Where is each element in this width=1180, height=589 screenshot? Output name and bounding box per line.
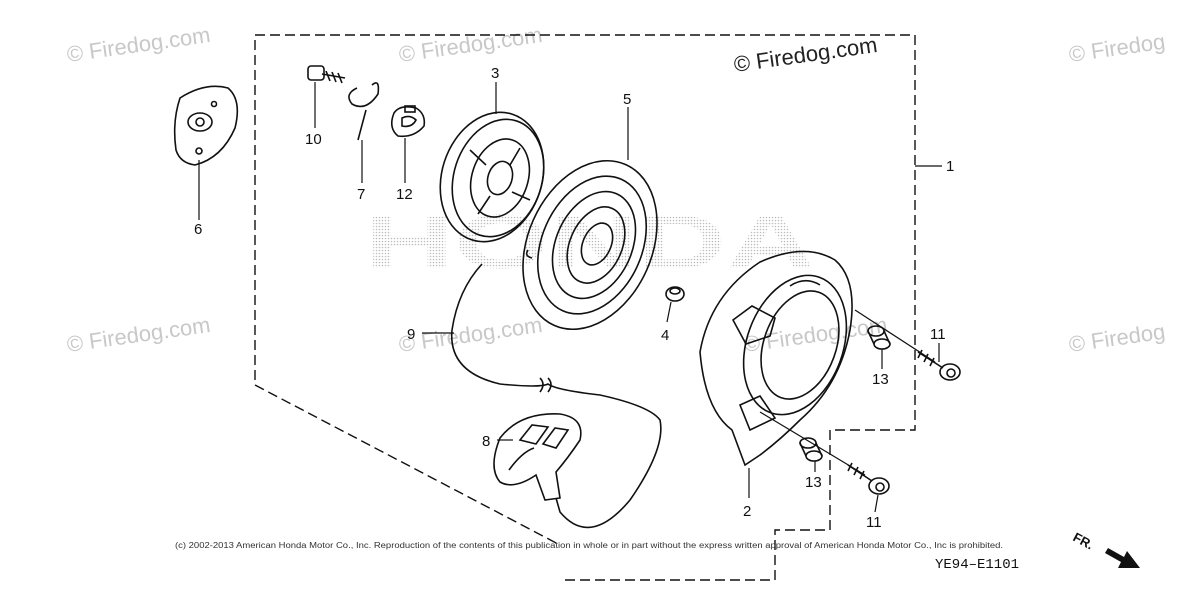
rope-break-mark (539, 377, 552, 393)
honda-logo-background: HONDA (365, 200, 815, 285)
callout-1: 1 (946, 158, 954, 175)
watermark: © Firedog (1067, 319, 1166, 357)
watermark: © Firedog.com (397, 22, 544, 67)
callout-9: 9 (407, 326, 415, 343)
callout-11b: 11 (866, 514, 882, 531)
callout-13a: 13 (872, 371, 889, 388)
callout-10: 10 (305, 131, 322, 148)
callout-8: 8 (482, 433, 490, 450)
part-13-spacer-upper (867, 325, 891, 350)
front-arrow-icon (1105, 548, 1140, 568)
watermark: © Firedog.com (65, 312, 212, 357)
part-13-spacer-lower (799, 437, 823, 462)
assembly-outline (254, 34, 916, 581)
leader-11b (874, 494, 879, 513)
part-9-starter-rope (450, 263, 662, 529)
part-5-spiral-spring (522, 159, 658, 331)
callout-6: 6 (194, 221, 202, 238)
callout-11a: 11 (930, 326, 946, 343)
callout-5: 5 (623, 91, 631, 108)
callout-2: 2 (743, 503, 751, 520)
watermark-main: © Firedog.com (732, 32, 879, 77)
diagram-code: YE94–E1101 (935, 557, 1019, 573)
assembly-outline-diagonal (254, 384, 561, 546)
callout-12: 12 (396, 186, 413, 203)
part-3-reel (439, 111, 545, 243)
leader-4 (666, 301, 672, 323)
front-label: FR. (1071, 529, 1097, 552)
watermark: © Firedog.com (742, 312, 889, 357)
part-11-bolt-upper (917, 349, 961, 381)
leader-case-spacer (854, 309, 936, 363)
callout-4: 4 (661, 327, 669, 344)
watermark: © Firedog (1067, 29, 1166, 67)
part-12-ratchet (390, 105, 426, 138)
leader-case-spacer-lower (759, 411, 866, 476)
part-11-bolt-lower (847, 462, 890, 495)
watermark: © Firedog.com (397, 312, 544, 357)
part-6-drive-plate (173, 85, 239, 166)
front-arrow: FR. (1071, 529, 1140, 568)
part-2-starter-case (699, 250, 853, 467)
part-10-bolt (307, 65, 346, 84)
part-4-collar (665, 286, 685, 302)
copyright-notice: (c) 2002-2013 American Honda Motor Co., … (175, 541, 1003, 550)
callout-3: 3 (491, 65, 499, 82)
callout-13b: 13 (805, 474, 822, 491)
part-8-starter-grip (493, 413, 582, 501)
watermark: © Firedog.com (65, 22, 212, 67)
part-7-return-spring (348, 82, 380, 141)
callout-7: 7 (357, 186, 365, 203)
